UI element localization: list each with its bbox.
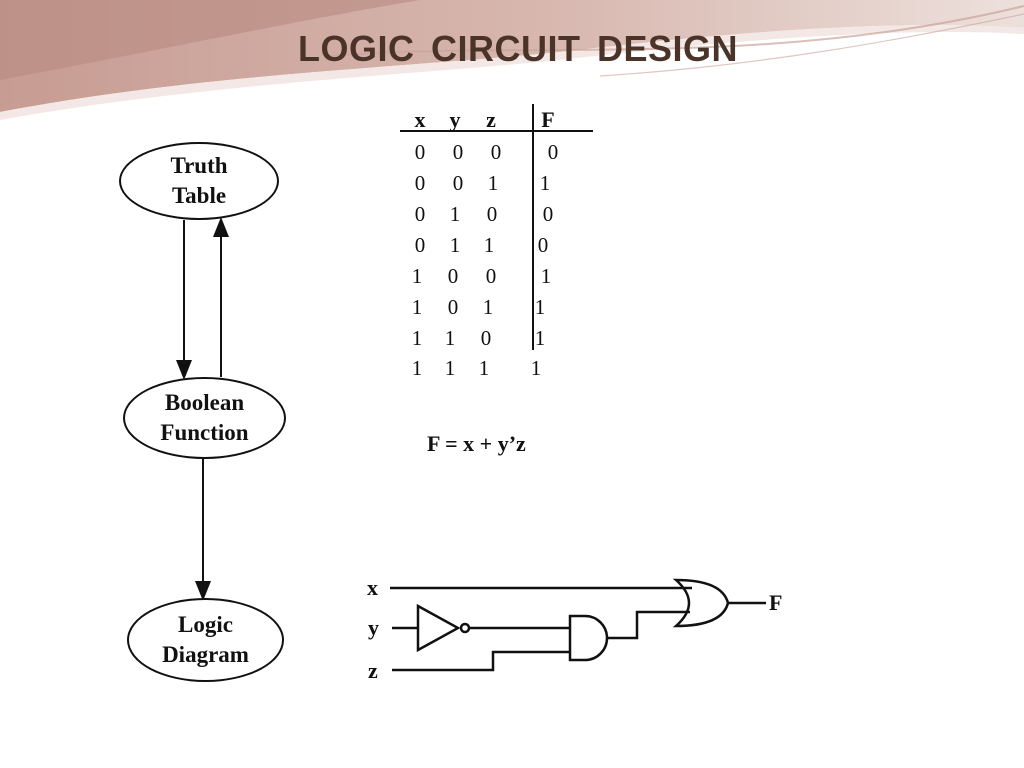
input-y-label: y — [368, 615, 379, 640]
truth-table-cell: 0 — [485, 264, 497, 288]
truth-table-cell: 1 — [411, 326, 423, 350]
truth-table-cell: 0 — [480, 326, 492, 350]
boolean-function-node: Boolean Function — [123, 377, 286, 459]
truth-table-header-z: z — [486, 107, 496, 132]
truth-table-cell: 0 — [537, 233, 549, 257]
truth-table-cell: 0 — [452, 171, 464, 195]
truth-table-header-rule — [400, 130, 593, 132]
truth-table-cell: 1 — [487, 171, 499, 195]
truth-table-cell: 1 — [534, 326, 546, 350]
boolean-function-node-label: Boolean Function — [160, 390, 249, 445]
slide-title: LOGIC CIRCUIT DESIGN — [297, 28, 738, 69]
and-gate — [568, 614, 609, 662]
truth-table-header-f: F — [541, 107, 555, 132]
truth-table-cell: 1 — [444, 356, 456, 380]
truth-table-cell: 1 — [478, 356, 490, 380]
truth-table-cell: 1 — [530, 356, 542, 380]
truth-table-cell: 1 — [449, 202, 461, 226]
truth-table-cell: 1 — [483, 233, 495, 257]
truth-table-cell: 0 — [414, 171, 426, 195]
truth-table-cell: 0 — [414, 233, 426, 257]
or-gate — [672, 578, 730, 628]
truth-table-cell: 0 — [447, 264, 459, 288]
truth-table-divider — [532, 104, 534, 350]
truth-table-cell: 0 — [414, 202, 426, 226]
truth-table-node-label: Truth Table — [170, 153, 228, 208]
truth-table-cell: 1 — [411, 356, 423, 380]
not-gate-bubble — [459, 622, 471, 634]
decorative-header-swoosh — [0, 0, 1024, 120]
logic-diagram-node: Logic Diagram — [127, 598, 284, 682]
truth-table-cell: 1 — [482, 295, 494, 319]
truth-table-cell: 0 — [542, 202, 554, 226]
input-x-label: x — [367, 575, 378, 600]
wire-and-to-or — [607, 610, 690, 640]
truth-table-node: Truth Table — [119, 142, 279, 220]
logic-diagram-node-label: Logic Diagram — [162, 612, 249, 667]
truth-table-cell: 0 — [452, 140, 464, 164]
boolean-equation: F = x + y’z — [427, 431, 526, 456]
truth-table-cell: 1 — [411, 264, 423, 288]
truth-table-cell: 0 — [447, 295, 459, 319]
truth-table-cell: 1 — [411, 295, 423, 319]
truth-table-header-y: y — [449, 107, 461, 132]
not-gate — [416, 603, 461, 653]
output-f-label: F — [769, 590, 783, 615]
truth-table-cell: 1 — [539, 171, 551, 195]
truth-table-header-x: x — [414, 107, 426, 132]
truth-table-cell: 0 — [547, 140, 559, 164]
wire-z — [392, 650, 570, 672]
input-z-label: z — [368, 658, 378, 683]
truth-table-cell: 1 — [534, 295, 546, 319]
truth-table-cell: 1 — [449, 233, 461, 257]
truth-table-cell: 0 — [490, 140, 502, 164]
truth-table-cell: 0 — [486, 202, 498, 226]
truth-table-cell: 1 — [444, 326, 456, 350]
truth-table-cell: 1 — [540, 264, 552, 288]
truth-table-cell: 0 — [414, 140, 426, 164]
